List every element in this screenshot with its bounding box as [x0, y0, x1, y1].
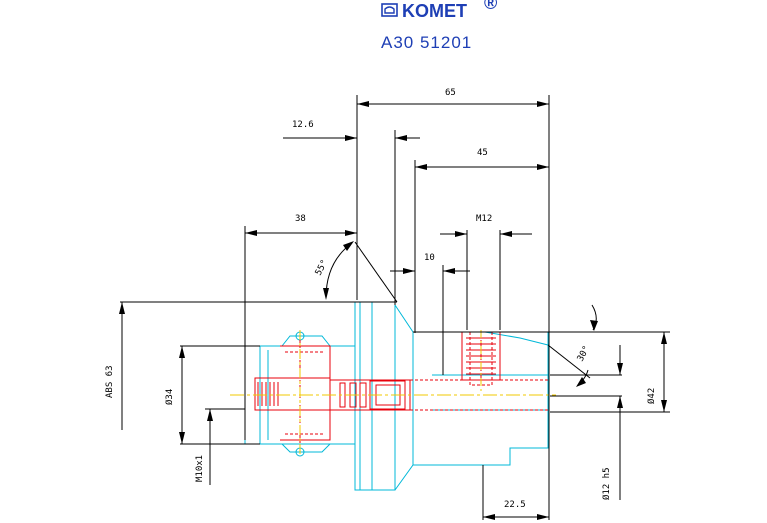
dim-shank-end-length: 22.5 [504, 500, 526, 510]
arrow-55 [323, 241, 354, 300]
dim-arc-30 [577, 304, 597, 386]
dim-shank-diameter: Ø12 h5 [601, 467, 612, 500]
dim-cone-angle: 55° [314, 258, 330, 277]
dim-bore-thread: M10x1 [195, 455, 205, 482]
dimension-lines [119, 101, 667, 520]
dim-thread-depth: 10 [424, 253, 435, 263]
inner-sleeve [369, 380, 406, 410]
dim-shank-length: 45 [477, 148, 488, 158]
extension-lines [120, 95, 670, 520]
dim-head-length: 38 [295, 214, 306, 224]
tip-chamfer [484, 331, 549, 346]
tapered-body [394, 304, 549, 491]
dim-abs-size: ABS 63 [105, 365, 115, 398]
dim-shoulder-offset: 12.6 [292, 120, 314, 130]
part-outline [244, 301, 549, 491]
dim-bore-diameter: Ø34 [164, 389, 175, 405]
komet-logo-icon [381, 3, 398, 17]
arrow-m10 [207, 409, 213, 421]
internal-features [254, 331, 548, 446]
arrow-d12 [617, 363, 623, 408]
brand-name: KOMET [402, 1, 467, 21]
threaded-hole-hidden [469, 332, 493, 386]
cross-bore [280, 345, 331, 441]
cross-bore-hidden [285, 340, 325, 446]
ext-cone-line [354, 241, 398, 303]
arrow-m12 [455, 231, 512, 237]
registered-mark: ® [484, 0, 497, 13]
arrow-abs [119, 302, 125, 314]
dim-chamfer-angle: 30° [576, 344, 592, 363]
dim-thread-label: M12 [476, 214, 492, 224]
shank-hidden [410, 379, 548, 411]
ext-chamfer-line [547, 344, 591, 379]
arrow-10 [403, 268, 455, 274]
arrow-d34 [179, 346, 185, 444]
head-bottom-boss [281, 443, 331, 453]
head-top-boss [281, 335, 331, 347]
dimension-labels: 65 12.6 45 38 M12 10 55° 30° ABS 63 Ø34 … [105, 88, 657, 510]
arrow-12-6 [345, 135, 407, 141]
dim-total-length: 65 [445, 88, 456, 98]
flange [354, 301, 396, 491]
part-number: A30 51201 [381, 33, 472, 52]
arrow-38 [245, 230, 357, 236]
dim-tip-diameter: Ø42 [646, 388, 657, 404]
bore-thread-segments [339, 382, 367, 408]
centerlines [230, 330, 556, 456]
dim-arc-55 [325, 242, 353, 299]
left-thread [257, 382, 279, 406]
header: KOMET ® A30 51201 [381, 0, 497, 52]
